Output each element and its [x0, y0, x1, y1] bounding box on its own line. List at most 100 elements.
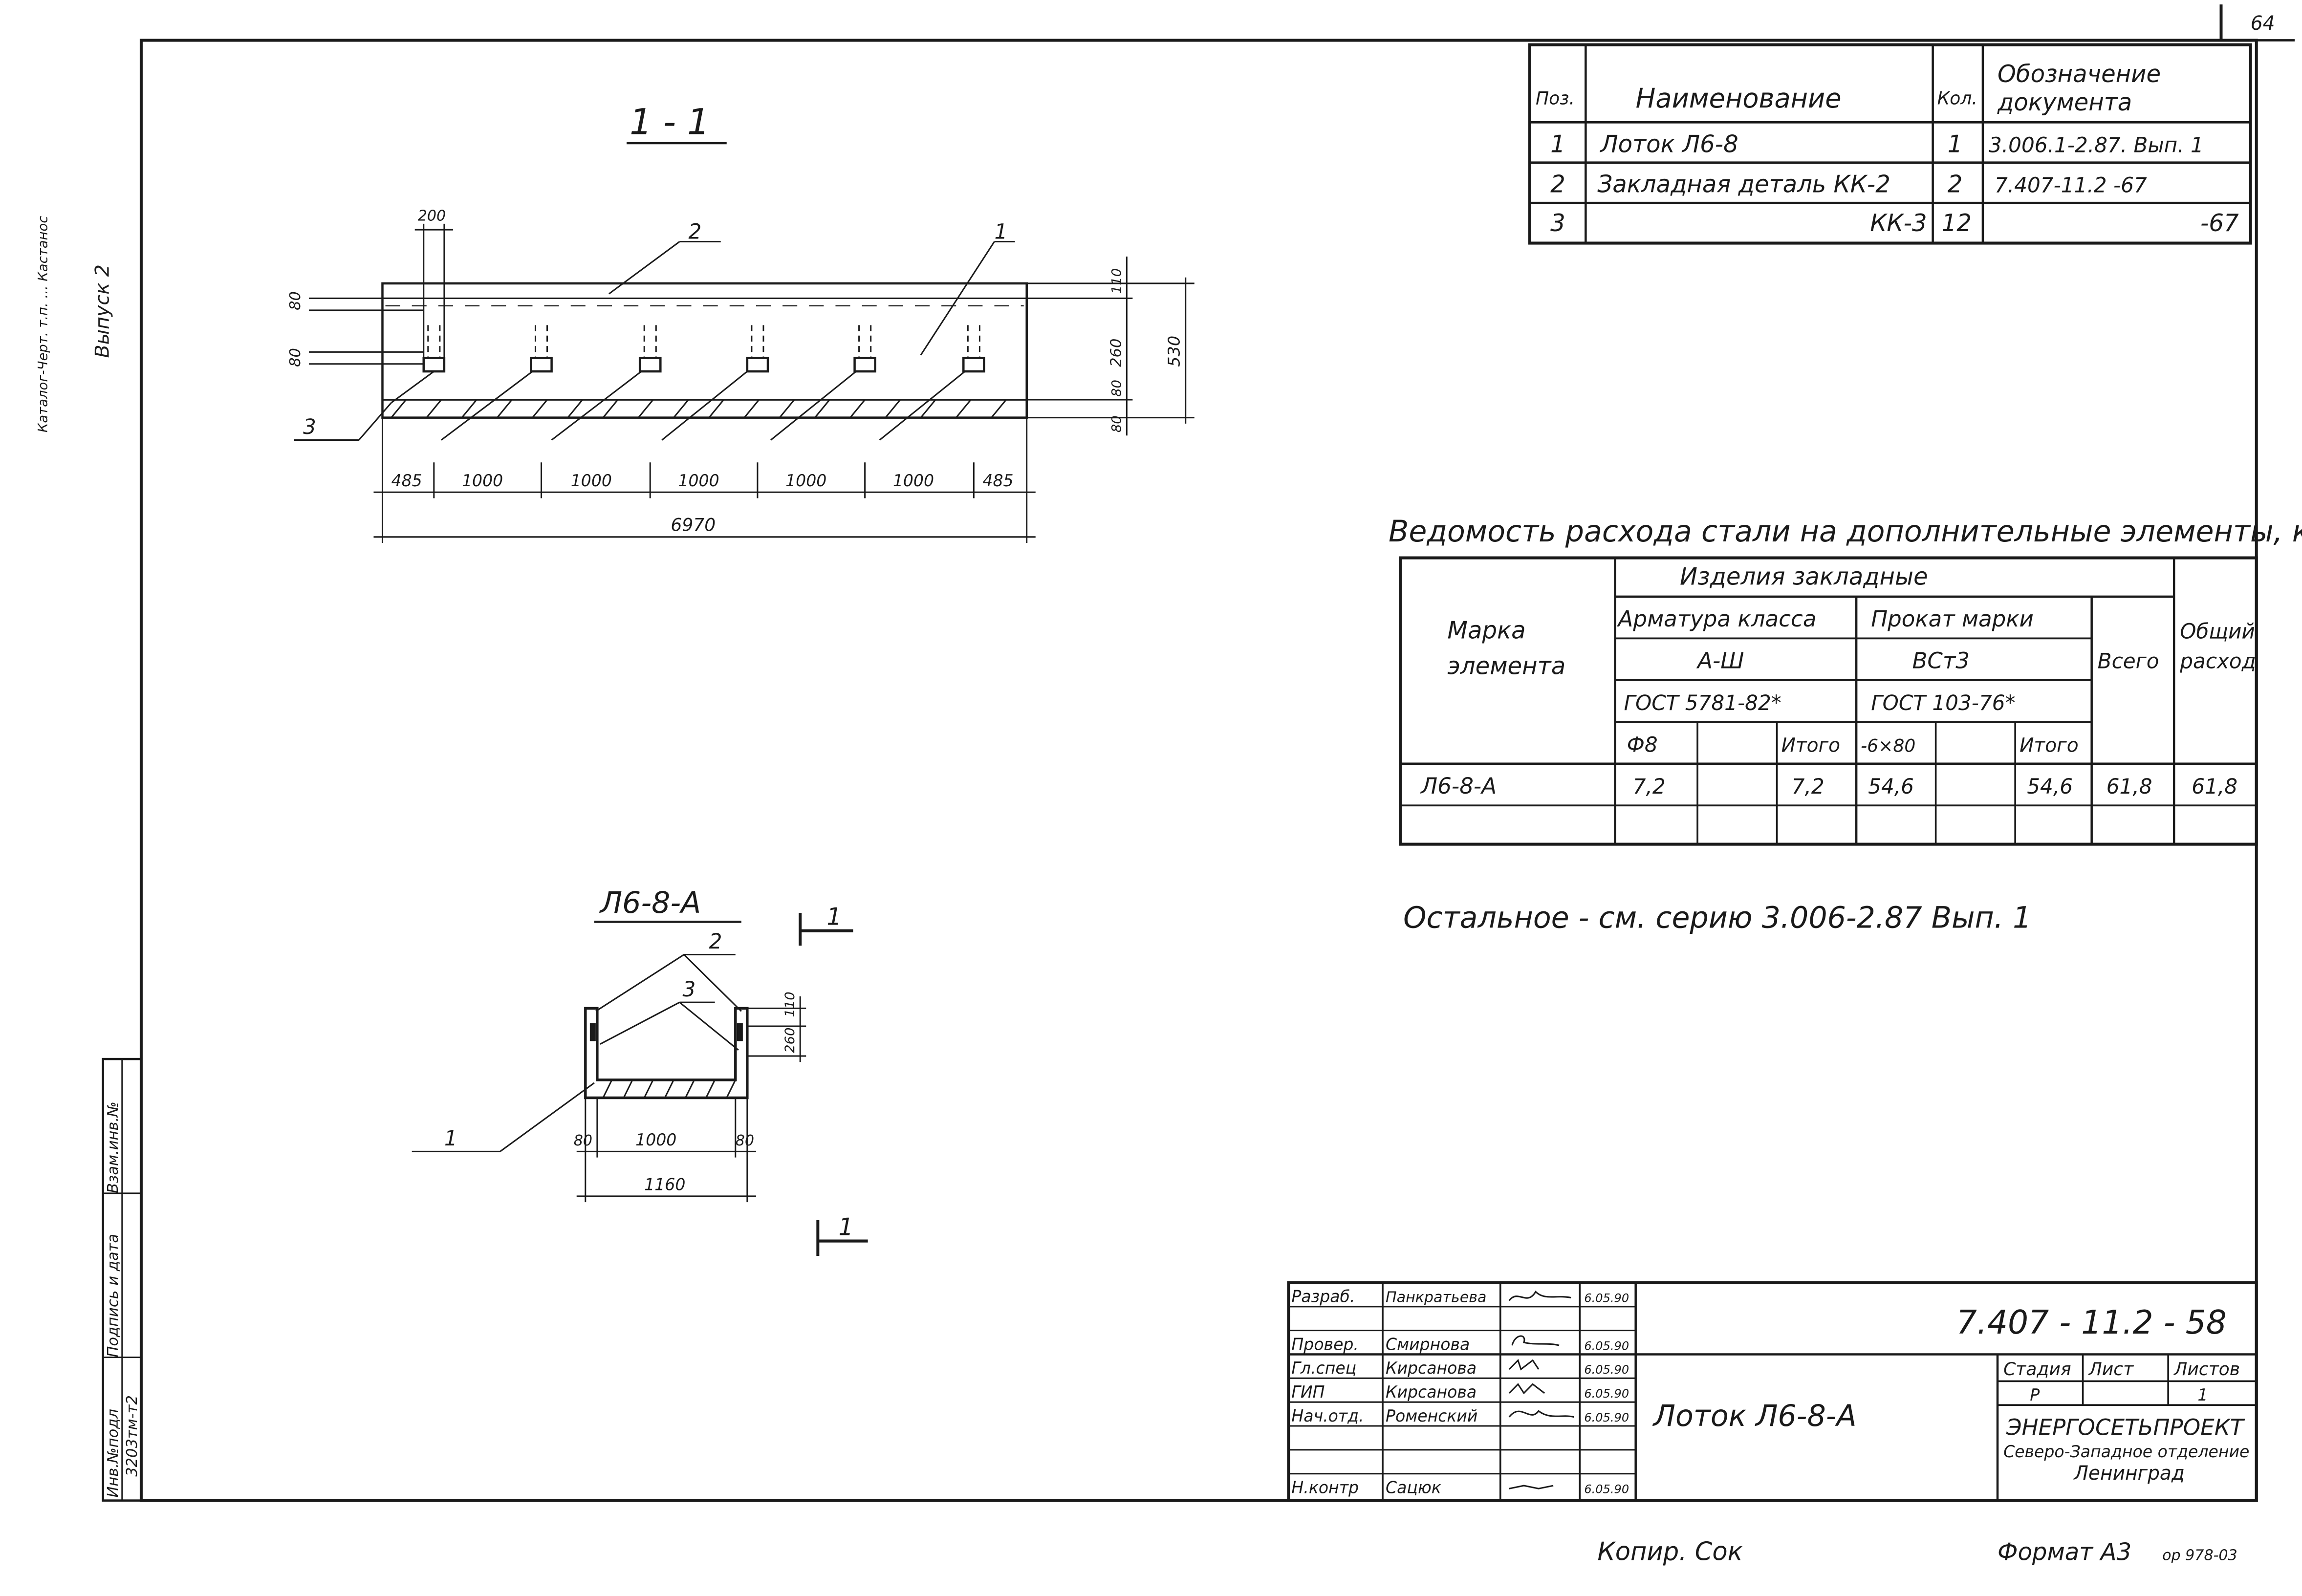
cross-section: Л6-8-А 2 3 1	[412, 886, 868, 1256]
tb-date-5: 6.05.90	[1584, 1410, 1629, 1424]
dim-top-200: 200	[418, 208, 446, 225]
tb-name-1: Панкратьева	[1386, 1289, 1486, 1306]
dim-total-6970: 6970	[671, 514, 716, 535]
section-1-1-pos-1: 1	[994, 220, 1007, 244]
spec-header-name: Наименование	[1636, 82, 1842, 113]
tb-name-3: Кирсанова	[1386, 1359, 1477, 1378]
spec-row-1-qty: 1	[1948, 130, 1963, 158]
tb-doc-code: 7.407 - 11.2 - 58	[1956, 1303, 2227, 1341]
steel-h-rebar: Арматура класса	[1617, 606, 1817, 632]
cross-dim-1160: 1160	[644, 1175, 685, 1194]
steel-row-total1: 7,2	[1792, 775, 1824, 799]
tb-sheets-label: Листов	[2173, 1359, 2240, 1380]
cross-pos-1: 1	[444, 1127, 457, 1151]
steel-h-rolled: Прокат марки	[1871, 606, 2034, 632]
tb-role-1: Разраб.	[1291, 1287, 1355, 1306]
slab-hatch	[391, 399, 1007, 418]
tray-body-outline	[381, 282, 1028, 419]
cross-dim-80-right: 80	[736, 1132, 754, 1149]
cut-mark-top: 1	[826, 903, 842, 930]
steel-h-rolled-gost: ГОСТ 103-76*	[1871, 691, 2015, 715]
steel-h-mark: Марка элемента	[1447, 617, 1565, 680]
steel-h-general: Общий расход	[2179, 620, 2261, 673]
spec-row-1-name: Лоток Л6-8	[1599, 130, 1738, 158]
spec-row-3-pos: 3	[1550, 210, 1565, 237]
section-1-1-pos-3: 3	[303, 415, 316, 439]
embedded-details	[422, 325, 985, 373]
steel-row-plate: 54,6	[1868, 775, 1914, 799]
tb-date-3: 6.05.90	[1584, 1362, 1629, 1377]
spec-row-1-pos: 1	[1550, 130, 1565, 158]
dim-right-80a: 80	[1109, 380, 1124, 397]
tb-role-3: Гл.спец	[1291, 1359, 1356, 1378]
spec-row-2-qty: 2	[1948, 171, 1963, 198]
cut-mark-bottom: 1	[838, 1213, 853, 1241]
tb-org-dept: Северо-Западное отделение	[2003, 1442, 2249, 1461]
cross-section-label: Л6-8-А	[599, 886, 701, 920]
side-vertical-note: Каталог-Черт. т.п. ... Кастанос	[35, 216, 50, 433]
steel-h-all: Всего	[2098, 649, 2159, 673]
bottom-slab	[381, 399, 1028, 419]
section-1-1-label: 1 - 1	[630, 101, 710, 143]
tb-date-6: 6.05.90	[1584, 1482, 1629, 1496]
footer: Копир. Сок Формат А3 ор 978-03	[1597, 1537, 2237, 1566]
tb-stage: Р	[2030, 1385, 2040, 1404]
steel-h-total2: Итого	[2020, 734, 2078, 756]
section-1-1-pos-2: 2	[688, 220, 701, 244]
signatures	[1508, 1290, 1574, 1489]
steel-h-items: Изделия закладные	[1680, 563, 1928, 590]
side-code: 3203тм-т2	[124, 1395, 141, 1477]
cross-dim-80-left: 80	[574, 1132, 592, 1149]
tb-sheet-label: Лист	[2088, 1359, 2134, 1380]
dim-left-top: 80	[287, 291, 304, 310]
dim-chain-485-left: 485	[391, 471, 422, 490]
dim-chain-1000-a: 1000	[462, 471, 503, 490]
cross-dim-260: 260	[782, 1028, 798, 1053]
sheet-number: 64	[2251, 12, 2275, 35]
steel-row-phi8: 7,2	[1633, 775, 1666, 799]
steel-h-rebar-class: А-Ш	[1696, 647, 1744, 673]
dim-chain-485-right: 485	[982, 471, 1013, 490]
tb-role-4: ГИП	[1291, 1382, 1325, 1402]
tb-name-2: Смирнова	[1386, 1335, 1470, 1354]
steel-row-total2: 54,6	[2027, 775, 2073, 799]
dim-right-110: 110	[1109, 268, 1124, 294]
steel-table-title: Ведомость расхода стали на дополнительны…	[1389, 515, 2302, 549]
side-stamp: Каталог-Черт. т.п. ... Кастанос Выпуск 2…	[35, 216, 143, 1502]
spec-header-pos: Поз.	[1536, 87, 1575, 108]
cross-plate-left	[589, 1023, 596, 1041]
spec-row-3-qty: 12	[1942, 210, 1972, 237]
tb-date-4: 6.05.90	[1584, 1386, 1629, 1401]
dim-chain-1000-c: 1000	[678, 471, 719, 490]
spec-header-qty: Кол.	[1937, 87, 1977, 108]
tb-org-name: ЭНЕРГОСЕТЬПРОЕКТ	[2006, 1414, 2245, 1440]
tb-org-city: Ленинград	[2073, 1462, 2185, 1485]
sheet-frame: 64	[139, 4, 2295, 1502]
cross-plate-right	[737, 1023, 743, 1041]
spec-row-1-doc: 3.006.1-2.87. Вып. 1	[1989, 133, 2204, 157]
steel-row-general: 61,8	[2192, 775, 2237, 799]
spec-row-2-name: Закладная деталь КК-2	[1597, 171, 1890, 198]
spec-row-2-doc: 7.407-11.2 -67	[1995, 173, 2147, 197]
dim-chain-1000-e: 1000	[893, 471, 934, 490]
steel-h-phi8: Ф8	[1627, 733, 1658, 757]
tb-role-2: Провер.	[1291, 1335, 1359, 1354]
dim-right-530: 530	[1165, 336, 1184, 367]
steel-h-rolled-grade: ВСт3	[1912, 647, 1969, 673]
spec-table: Поз. Наименование Кол. Обозначение докум…	[1528, 43, 2252, 245]
dim-right-260: 260	[1108, 339, 1125, 367]
tray-u-profile	[584, 1007, 749, 1100]
cross-pos-3: 3	[682, 978, 695, 1002]
note-text: Остальное - см. серию 3.006-2.87 Вып. 1	[1403, 901, 2031, 935]
cross-dim-1000: 1000	[635, 1130, 676, 1149]
side-issue: Выпуск 2	[91, 264, 114, 358]
steel-row-mark: Л6-8-А	[1420, 773, 1497, 799]
tb-name-4: Кирсанова	[1386, 1382, 1477, 1402]
section-1-1: 1 - 1	[287, 101, 1194, 543]
tb-role-6: Н.контр	[1291, 1478, 1359, 1497]
cross-hatch	[602, 1079, 737, 1099]
tb-name-5: Роменский	[1386, 1406, 1477, 1425]
cross-dim-110: 110	[782, 992, 798, 1017]
